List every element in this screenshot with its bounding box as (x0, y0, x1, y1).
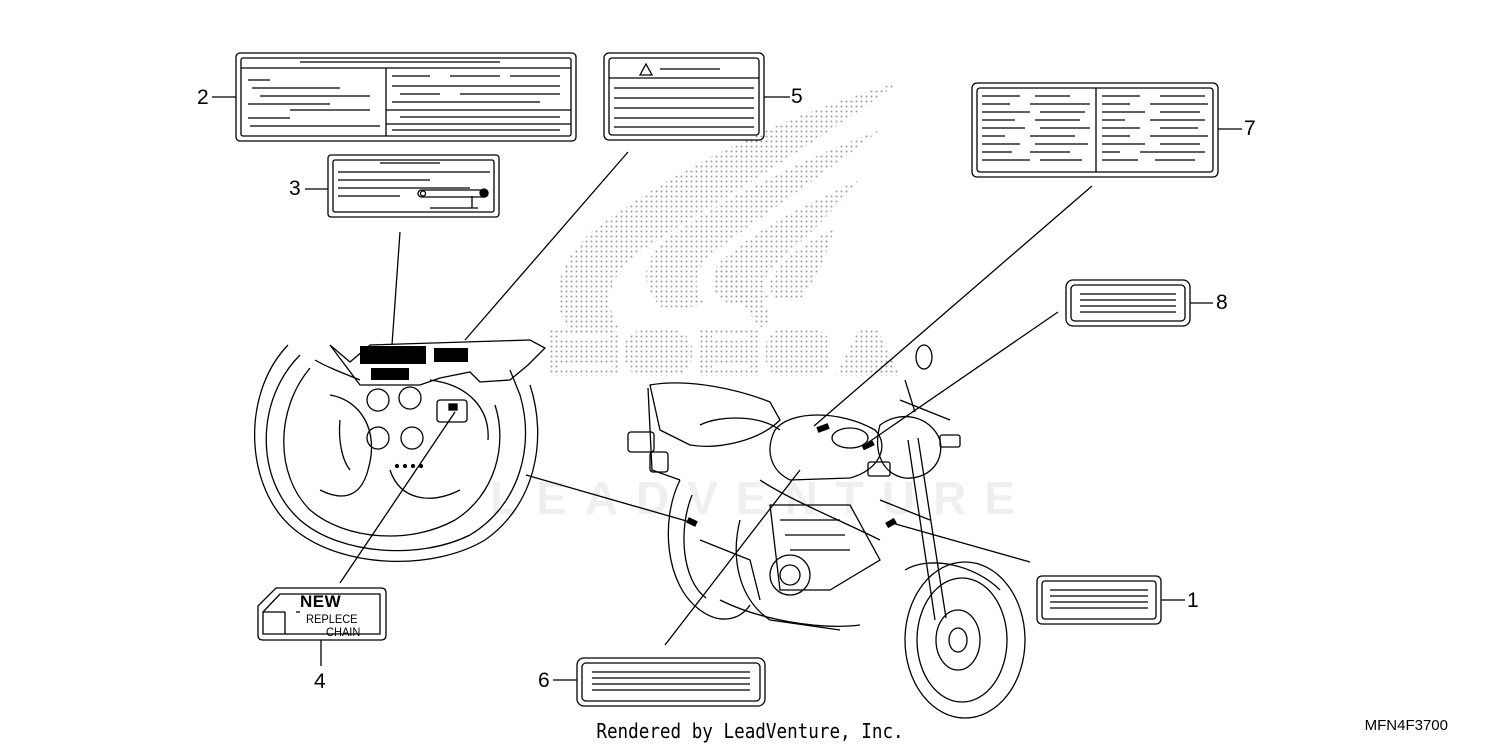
motorcycle-label-marks (686, 423, 897, 529)
label-1 (1036, 575, 1162, 625)
callout-1: 1 (1187, 589, 1199, 612)
label-4 (257, 587, 387, 641)
label-5 (603, 52, 765, 141)
label-7 (971, 82, 1219, 178)
label-3 (327, 154, 500, 218)
honda-wing-logo (557, 82, 900, 330)
label-2 (235, 52, 577, 142)
callout-4: 4 (314, 670, 326, 693)
footer-credit: Rendered by LeadVenture, Inc. (596, 719, 904, 743)
callout-2: 2 (197, 86, 209, 109)
diagram-code: MFN4F3700 (1364, 717, 1448, 734)
rear-wheel-detail (254, 339, 547, 563)
tag4-text-new: NEW (300, 592, 342, 611)
tag4-text-chain: CHAIN (326, 625, 361, 639)
label-6 (576, 657, 766, 707)
honda-wing-outline (560, 335, 748, 371)
rear-label-blocks (360, 346, 468, 380)
leader-lines (339, 151, 1093, 646)
tag4-text-replece: REPLECE (306, 612, 358, 626)
label-8 (1065, 279, 1191, 327)
callout-8: 8 (1216, 291, 1228, 314)
callout-5: 5 (791, 85, 803, 108)
motorcycle-illustration (627, 344, 1026, 719)
honda-wordmark (548, 330, 900, 376)
callout-3: 3 (289, 177, 301, 200)
callout-7: 7 (1244, 117, 1256, 140)
callout-6: 6 (538, 669, 550, 692)
